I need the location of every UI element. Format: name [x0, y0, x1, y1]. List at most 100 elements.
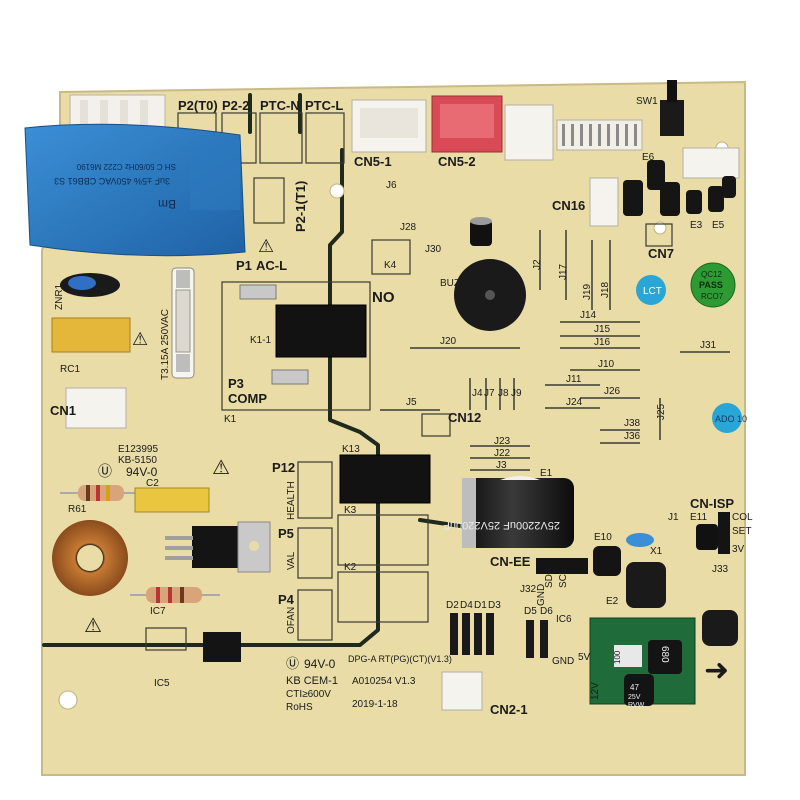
- resistor-r61: [60, 485, 140, 501]
- label-j17: J17: [558, 263, 569, 280]
- label-j25: J25: [656, 403, 667, 420]
- label-j24: J24: [566, 397, 583, 408]
- label-j9: J9: [511, 388, 522, 399]
- label-d2: D2: [446, 600, 459, 611]
- bottom-date: 2019-1-18: [352, 699, 398, 710]
- cn12-outline: [421, 413, 451, 437]
- label-j22: J22: [494, 448, 511, 459]
- label-cn12: CN12: [448, 410, 481, 425]
- sticker-green-line-2: PASS: [699, 280, 723, 290]
- module-text-25v: 25V: [628, 694, 641, 701]
- cert-94v0: 94V-0: [126, 465, 158, 479]
- label-cn-isp: CN-ISP: [690, 496, 734, 511]
- connector-cn2-1: [441, 671, 483, 711]
- sticker-blue-2: [712, 403, 742, 433]
- label-p12: P12: [272, 460, 295, 475]
- jumper-wires: [380, 230, 730, 471]
- label-c2: C2: [146, 478, 159, 489]
- module-text-100: 100: [613, 650, 622, 664]
- label-j1: J1: [668, 512, 679, 523]
- label-j11: J11: [566, 374, 582, 385]
- capacitor-text-brand: Bm: [158, 197, 176, 211]
- label-p2-1-t1: P2-1(T1): [293, 181, 308, 232]
- label-d3: D3: [488, 600, 501, 611]
- label-j10: J10: [598, 359, 615, 370]
- label-x1: X1: [650, 546, 663, 557]
- label-p5: P5: [278, 526, 294, 541]
- label-e3: E3: [690, 220, 703, 231]
- connector-cn5-1: [351, 99, 427, 153]
- ul-mark-icon: Ⓤ: [98, 463, 112, 479]
- label-gnd-module: GND: [552, 656, 574, 667]
- label-e5: E5: [712, 220, 725, 231]
- warning-icon-3: ⚠: [132, 329, 148, 350]
- bottom-model: DPG-A RT(PG)(CT)(V1.3): [348, 654, 452, 664]
- terminal-box-p12: [297, 461, 333, 519]
- connector-cn16: [589, 177, 619, 227]
- label-j19: J19: [582, 283, 593, 300]
- label-j30: J30: [425, 244, 442, 255]
- label-fuse-rating: T3.15A 250VAC: [160, 309, 171, 380]
- label-cn5-1: CN5-1: [354, 154, 392, 169]
- power-outline: [221, 281, 371, 411]
- yellow-x-capacitor: [51, 317, 131, 353]
- label-cn-ee: CN-EE: [490, 554, 531, 569]
- label-e2: E2: [606, 596, 619, 607]
- label-j4: J4: [472, 388, 483, 399]
- label-sw1: SW1: [636, 96, 658, 107]
- label-k1: K1: [224, 414, 237, 425]
- k2-outline: [337, 571, 429, 623]
- label-ofan: OFAN: [286, 607, 297, 634]
- label-p3: P3: [228, 376, 244, 391]
- label-j2: J2: [532, 259, 543, 270]
- relay-k13: [339, 454, 431, 504]
- label-val: VAL: [286, 551, 297, 570]
- label-j18: J18: [600, 281, 611, 298]
- capacitor-text-spec: 3uF ±5% 450VAC CBB61 S3: [54, 176, 170, 186]
- capacitors-right-lower: [593, 546, 738, 646]
- fuse: [171, 267, 195, 379]
- bottom-part: A010254 V1.3: [352, 676, 416, 687]
- label-col: COL: [732, 512, 753, 523]
- label-j28: J28: [400, 222, 417, 233]
- toroid-coil: [52, 520, 128, 596]
- label-e10: E10: [594, 532, 612, 543]
- header-cn-isp: [718, 512, 730, 554]
- label-cn1: CN1: [50, 403, 76, 418]
- label-k3: K3: [344, 505, 357, 516]
- label-j8: J8: [498, 388, 509, 399]
- label-ptc-l: PTC-L: [305, 98, 343, 113]
- bottom-cti: CTI≥600V: [286, 689, 331, 700]
- label-j15: J15: [594, 324, 611, 335]
- sticker-blue-1-text: LCT: [643, 286, 662, 297]
- bottom-94v0: 94V-0: [304, 657, 336, 671]
- label-3v: 3V: [732, 544, 745, 555]
- capacitor-e11: [696, 524, 718, 550]
- label-j38: J38: [624, 418, 641, 429]
- spade-terminal-2: [271, 369, 309, 385]
- label-gnd-ee: GND: [536, 584, 547, 606]
- varistor-znr1: [60, 273, 120, 297]
- pin-header-row: [556, 119, 643, 151]
- label-cn16: CN16: [552, 198, 585, 213]
- label-p2-t0: P2(T0): [178, 98, 218, 113]
- ic7-outline: [145, 627, 187, 651]
- label-cn2-1: CN2-1: [490, 702, 528, 717]
- cert-kb5150: KB-5150: [118, 455, 157, 466]
- label-j31: J31: [700, 340, 717, 351]
- label-d5: D5: [524, 606, 537, 617]
- label-5v: 5V: [578, 652, 591, 663]
- pin-headers-d: [450, 613, 548, 658]
- label-znr1: ZNR1: [54, 283, 65, 310]
- cn7-outline: [645, 223, 673, 247]
- label-j14: J14: [580, 310, 597, 321]
- label-p1: P1: [236, 258, 252, 273]
- label-health: HEALTH: [286, 481, 297, 520]
- connector-white-3: [504, 104, 554, 161]
- bottom-rohs: RoHS: [286, 702, 313, 713]
- label-p4: P4: [278, 592, 295, 607]
- label-d4: D4: [460, 600, 473, 611]
- bottom-kb-cem: KB CEM-1: [286, 675, 338, 687]
- terminal-box-p5: [297, 527, 333, 579]
- label-j5: J5: [406, 397, 417, 408]
